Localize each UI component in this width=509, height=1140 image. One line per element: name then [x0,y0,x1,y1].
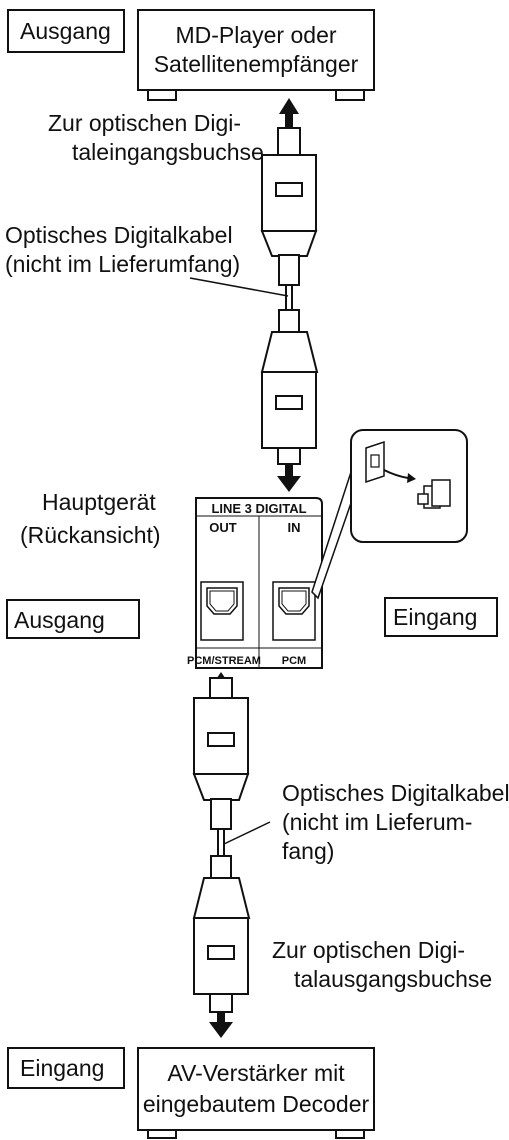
bottom-device-box [137,1047,375,1131]
out-jack-icon [200,581,244,641]
panel-in-sub: PCM [282,655,306,667]
dust-cap-icon [417,479,451,509]
bottom-device: Eingang AV-Verstärker mit eingebautem De… [7,1047,375,1139]
top-device-tag: Ausgang [20,18,111,44]
upper-cable-bottom-plug [260,309,319,465]
bottom-device-tag: Eingang [20,1055,104,1081]
dust-cap-callout [311,429,468,600]
main-unit-right-tag: Eingang [384,597,498,637]
top-cable-label-line1: Optisches Digitalkabel [5,222,233,248]
main-unit-left-tag-text: Ausgang [14,607,105,633]
lower-cable-wire [217,821,271,856]
lower-cable-bottom-plug [192,855,251,1013]
top-device-name-line2: Satellitenempfänger [154,51,359,77]
main-unit-left-tag: Ausgang [6,599,140,639]
panel-in-label: IN [288,520,301,535]
panel-title: LINE 3 DIGITAL [211,501,306,516]
bottom-device-name-line2: eingebautem Decoder [143,1091,370,1117]
bottom-connector-label-line1: Zur optischen Digi- [272,937,465,963]
main-unit-line1: Hauptgerät [42,489,156,515]
main-unit-label: Hauptgerät (Rückansicht) [20,489,161,548]
bottom-cable-label-line3: fang) [282,838,334,864]
main-unit-line2: (Rückansicht) [20,522,161,548]
top-connector-label-line2: taleingangsbuchse [72,139,264,165]
main-unit-right-tag-text: Eingang [393,604,477,630]
arrow-down-bottom [209,1012,233,1038]
socket-icon [365,440,385,484]
bottom-device-foot-right [335,1129,365,1139]
bottom-connector-label-line2: talausgangsbuchse [294,966,492,992]
top-device-box [137,9,375,91]
upper-cable-wire [189,277,293,310]
bottom-device-name-line1: AV-Verstärker mit [167,1060,345,1086]
remove-arrow-icon [383,469,416,483]
panel-out-sub: PCM/STREAM [187,655,261,667]
in-jack-icon [272,581,316,641]
panel-out-label: OUT [209,520,237,535]
bottom-device-foot-left [147,1129,177,1139]
rear-panel: LINE 3 DIGITAL OUT IN PCM/STREAM PCM [187,497,323,669]
top-connector-label-line1: Zur optischen Digi- [48,110,241,136]
bottom-cable-label-line1: Optisches Digitalkabel [282,780,509,806]
top-device-foot-right [335,89,365,101]
top-device-tag-box [7,9,125,53]
top-device-name-line1: MD-Player oder [175,22,336,48]
bottom-device-tag-box [7,1047,125,1089]
bottom-cable-label-line2: (nicht im Lieferum- [282,809,472,835]
top-device: Ausgang MD-Player oder Satellitenempfäng… [7,9,375,101]
top-device-foot-left [147,89,177,101]
arrow-down-main [277,464,301,492]
lower-cable-top-plug [192,677,250,830]
top-cable-label-line2: (nicht im Lieferumfang) [5,251,240,277]
upper-cable-top-plug [260,127,318,286]
arrow-up-top [279,98,299,128]
